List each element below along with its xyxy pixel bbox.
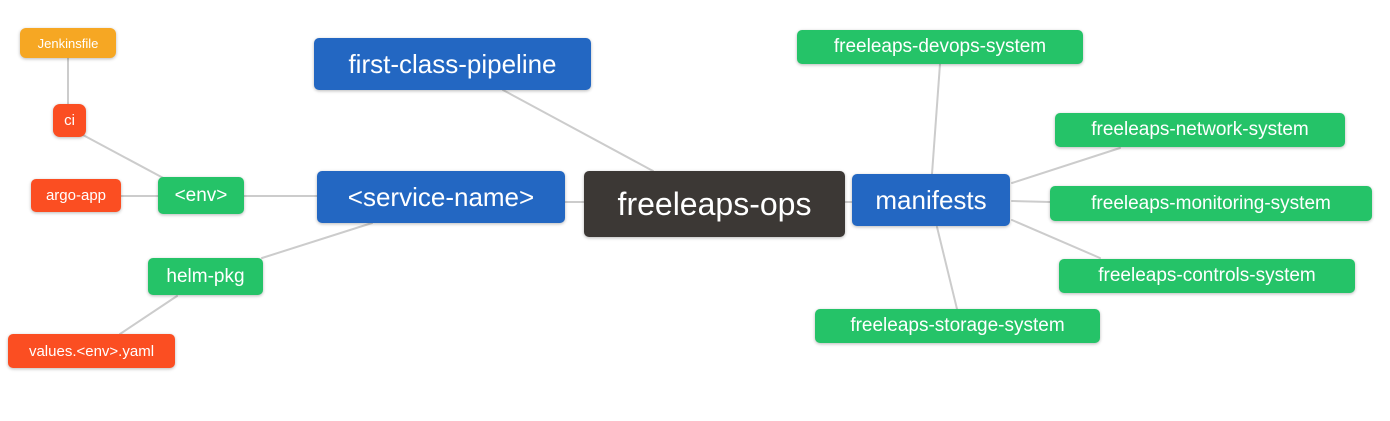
node-manifests-label: manifests <box>875 184 987 215</box>
edge-manifests-controls <box>1011 219 1101 259</box>
node-argo-app[interactable]: argo-app <box>31 179 121 212</box>
node-freeleaps-storage-system-label: freeleaps-storage-system <box>850 315 1065 336</box>
edge-manifests-devops <box>931 63 941 175</box>
node-freeleaps-controls-system[interactable]: freeleaps-controls-system <box>1059 259 1355 293</box>
node-values-env-yaml-label: values.<env>.yaml <box>28 342 155 360</box>
edge-manifests-monitoring <box>1011 200 1051 203</box>
node-ci-label: ci <box>64 112 75 129</box>
node-jenkinsfile-label: Jenkinsfile <box>37 35 99 51</box>
node-freeleaps-monitoring-system[interactable]: freeleaps-monitoring-system <box>1050 186 1372 221</box>
node-manifests[interactable]: manifests <box>852 174 1010 226</box>
edge-helm-pkg-service-name <box>261 222 373 259</box>
node-freeleaps-devops-system-label: freeleaps-devops-system <box>833 36 1047 57</box>
node-freeleaps-ops-root[interactable]: freeleaps-ops <box>584 171 845 237</box>
node-freeleaps-ops-label: freeleaps-ops <box>617 185 812 222</box>
node-freeleaps-controls-system-label: freeleaps-controls-system <box>1098 265 1316 286</box>
node-freeleaps-devops-system[interactable]: freeleaps-devops-system <box>797 30 1083 64</box>
node-jenkinsfile[interactable]: Jenkinsfile <box>20 28 116 58</box>
node-freeleaps-storage-system[interactable]: freeleaps-storage-system <box>815 309 1100 343</box>
node-env[interactable]: <env> <box>158 177 244 214</box>
edge-fcp-freeleaps-ops <box>502 89 654 172</box>
edge-manifests-storage <box>936 226 958 310</box>
node-helm-pkg-label: helm-pkg <box>166 265 245 287</box>
edge-values-helm-pkg <box>119 295 178 335</box>
node-ci[interactable]: ci <box>53 104 86 137</box>
edge-ci-env <box>82 134 168 181</box>
node-values-env-yaml[interactable]: values.<env>.yaml <box>8 334 175 368</box>
node-first-class-pipeline-label: first-class-pipeline <box>348 48 557 79</box>
node-env-label: <env> <box>174 184 228 206</box>
node-service-name-label: <service-name> <box>347 181 535 212</box>
node-argo-app-label: argo-app <box>45 187 107 204</box>
node-freeleaps-network-system-label: freeleaps-network-system <box>1091 119 1309 140</box>
node-first-class-pipeline[interactable]: first-class-pipeline <box>314 38 591 90</box>
node-freeleaps-monitoring-system-label: freeleaps-monitoring-system <box>1091 192 1331 214</box>
node-service-name[interactable]: <service-name> <box>317 171 565 223</box>
edge-manifests-network <box>1011 147 1121 184</box>
node-helm-pkg[interactable]: helm-pkg <box>148 258 263 295</box>
node-freeleaps-network-system[interactable]: freeleaps-network-system <box>1055 113 1345 147</box>
